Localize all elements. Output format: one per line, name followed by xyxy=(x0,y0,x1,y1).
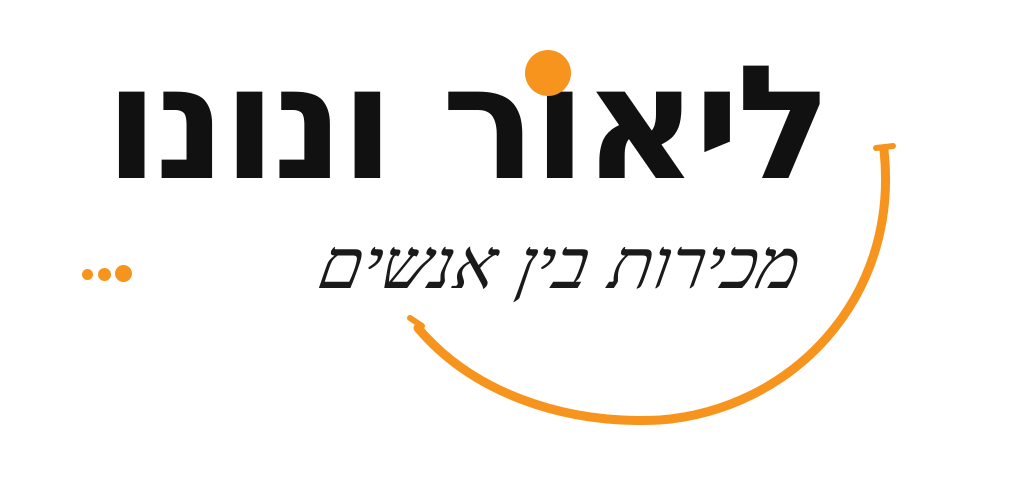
brand-name: ליאור ונונו xyxy=(104,32,832,216)
ellipsis-dot-icon xyxy=(82,269,93,280)
tagline: מכירות בין אנשים xyxy=(312,223,808,305)
ellipsis-dot-icon xyxy=(98,268,111,281)
accent-dot-icon xyxy=(525,50,571,96)
ellipsis-dot-icon xyxy=(115,265,132,282)
